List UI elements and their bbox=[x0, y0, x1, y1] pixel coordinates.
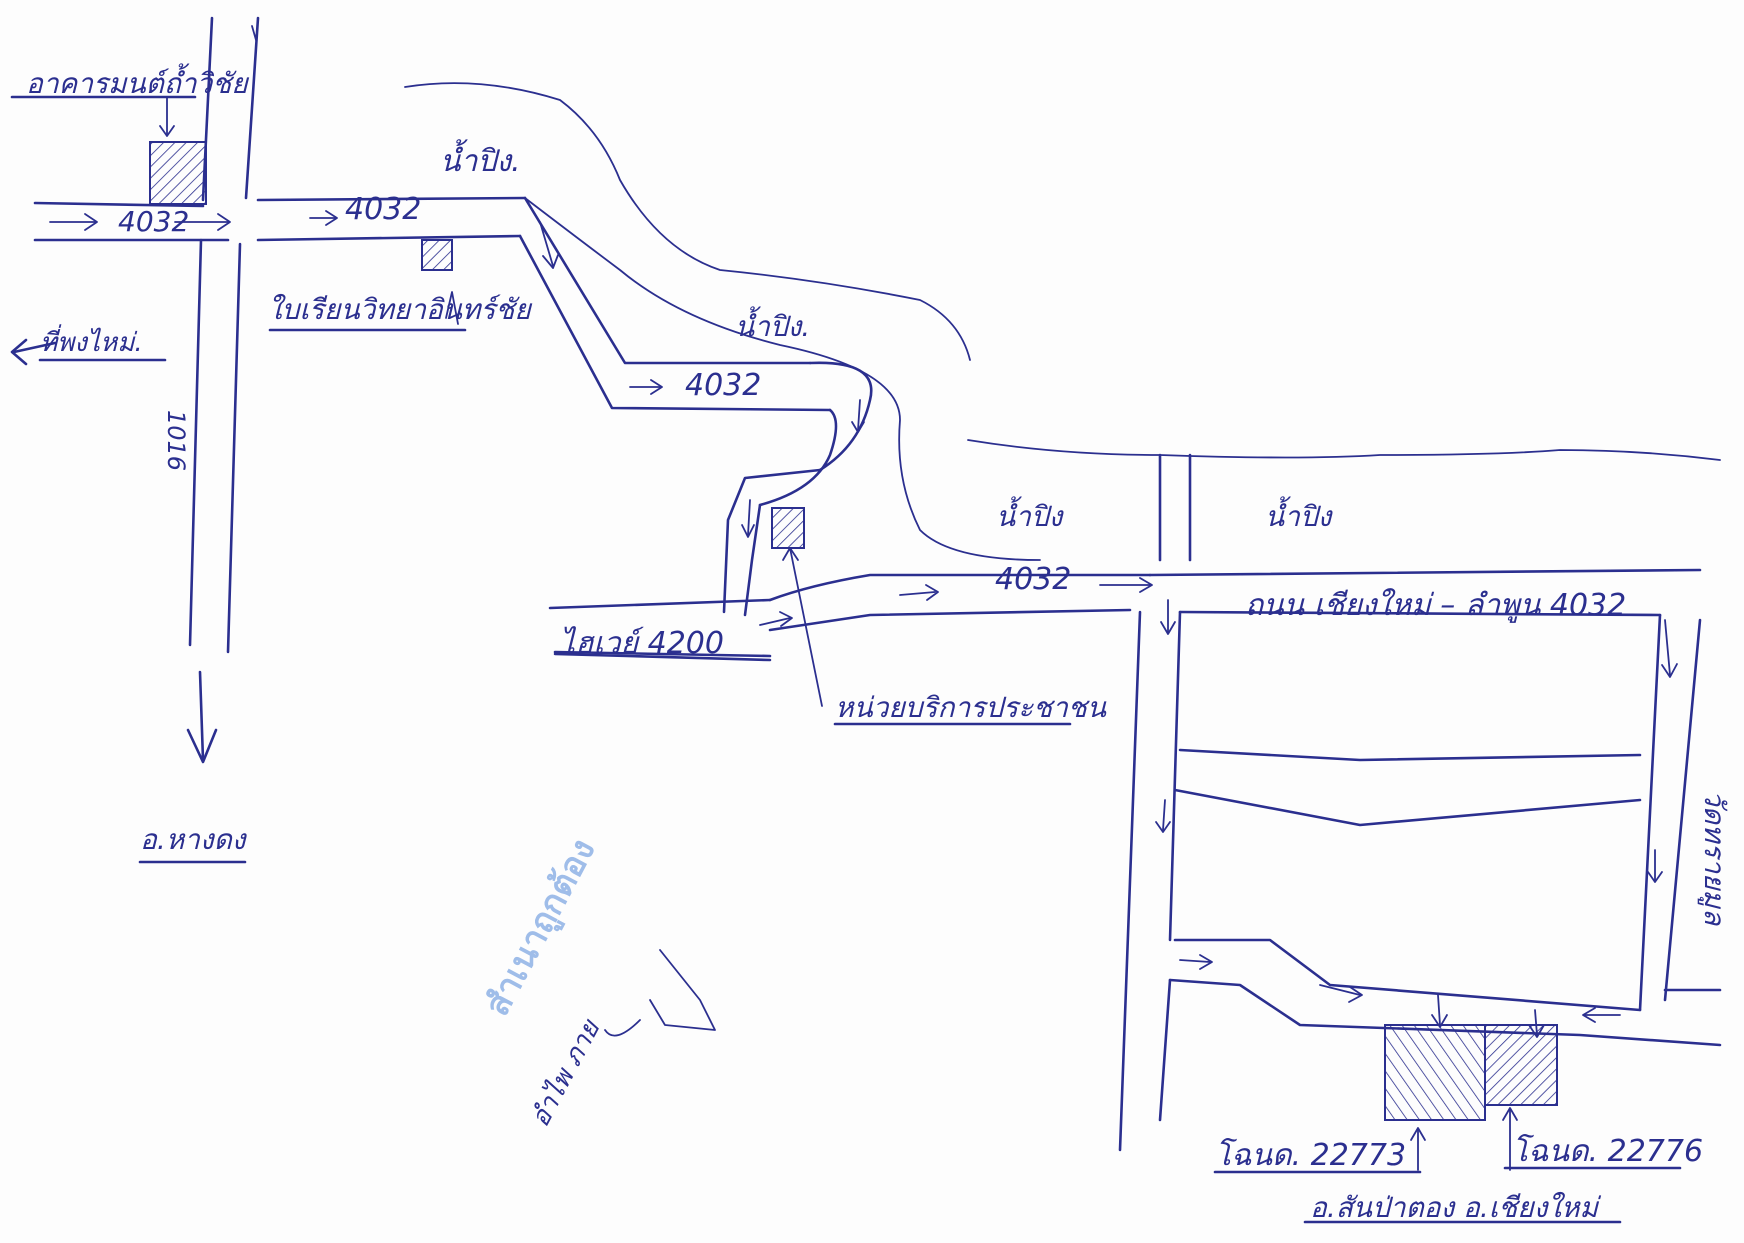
to-chiang-mai-arrow bbox=[12, 341, 57, 354]
label-road-4032-c: 4032 bbox=[685, 368, 762, 403]
road-4032-top-edge bbox=[256, 196, 527, 202]
label-road-4032-a: 4032 bbox=[118, 205, 190, 238]
label-temple: วัดทรายมูล bbox=[1698, 790, 1731, 926]
main-road-east-top bbox=[1148, 568, 1702, 577]
label-river-4: น้ำปิง bbox=[1265, 500, 1332, 533]
arrow-grid-5-head bbox=[1199, 954, 1213, 970]
arrow-grid-1-head bbox=[1160, 621, 1176, 635]
river-north-bank bbox=[404, 82, 971, 361]
arrow-main-road-head bbox=[925, 584, 939, 601]
arrow-grid-6 bbox=[1319, 984, 1361, 996]
arrow-main-road bbox=[899, 591, 936, 596]
arrow-west-grid-head bbox=[1582, 1007, 1596, 1023]
road-4032-bottom-edge bbox=[256, 234, 522, 242]
label-road-4032-b: 4032 bbox=[345, 192, 422, 227]
arrow-road-4032-head bbox=[325, 210, 338, 226]
service-unit-building bbox=[771, 507, 805, 549]
arrow-loop-head bbox=[851, 421, 865, 433]
arrow-grid-4-head bbox=[1647, 871, 1663, 883]
river-east-bank bbox=[967, 439, 1721, 461]
label-road-4032-d: 4032 bbox=[995, 562, 1072, 597]
cross-road-1-bottom bbox=[1173, 788, 1642, 827]
label-highway-4200: ไฮเวย์ 4200 bbox=[560, 626, 724, 661]
arrow-grid-3 bbox=[1162, 799, 1166, 831]
school-pointer bbox=[445, 291, 459, 325]
road-right-a-west bbox=[1118, 610, 1142, 1152]
label-river-1: น้ำปิง. bbox=[440, 144, 521, 179]
arrow-highway-head bbox=[779, 611, 793, 627]
arrow-grid-2-head bbox=[1661, 663, 1678, 678]
main-road-4032-top-edge bbox=[768, 573, 1152, 602]
school-building bbox=[421, 239, 453, 271]
road-1016-right-edge bbox=[226, 242, 242, 654]
arrow-grid-5 bbox=[1179, 959, 1211, 963]
deed-2-pointer-head bbox=[1502, 1107, 1518, 1121]
label-school-top-left: อาคารมนต์ถ้ำวิชัย bbox=[26, 67, 248, 100]
arrow-loop-2 bbox=[747, 499, 751, 536]
arrow-to-plot-1 bbox=[1437, 994, 1441, 1026]
label-to-chiang-mai: ที่พงไหม่. bbox=[40, 328, 143, 358]
signature-mark bbox=[604, 949, 716, 1037]
pointer-arrow-head bbox=[159, 125, 175, 137]
arrow-main-road-2-head bbox=[1139, 577, 1153, 593]
highway-underline bbox=[553, 650, 772, 658]
arrow-loop bbox=[857, 399, 861, 431]
to-chiang-mai-arrow-head bbox=[10, 338, 28, 366]
arrow-east-3-head bbox=[650, 379, 663, 395]
parcel-22776 bbox=[1484, 1024, 1558, 1106]
loop-road-outer bbox=[808, 361, 873, 472]
label-river-2: น้ำปิง. bbox=[735, 310, 811, 343]
road-1016-right-edge-top bbox=[244, 16, 260, 200]
arrow-loop-2-head bbox=[741, 524, 755, 538]
main-road-4032-bottom-edge bbox=[768, 608, 1132, 632]
road-bend-top-edge bbox=[523, 196, 812, 365]
road-west-top-edge bbox=[33, 201, 205, 208]
road-right-a-east-lower bbox=[1158, 978, 1172, 1122]
building-top-left bbox=[149, 141, 207, 205]
arrow-grid-2 bbox=[1664, 619, 1671, 676]
road-bend-bottom-edge bbox=[518, 234, 832, 412]
to-hang-dong-arrow bbox=[198, 670, 205, 762]
arrow-east-2-head bbox=[217, 213, 231, 231]
main-road-east-bottom bbox=[1178, 610, 1662, 617]
arrow-bend bbox=[539, 221, 554, 267]
label-service-unit: หน่วยบริการประชาชน bbox=[835, 691, 1106, 724]
label-to-hang-dong: อ.หางดง bbox=[140, 823, 246, 856]
arrow-grid-3-head bbox=[1155, 821, 1171, 833]
service-unit-pointer bbox=[789, 547, 823, 707]
label-deed-1: โฉนด. 22773 bbox=[1215, 1138, 1407, 1173]
service-unit-pointer-head bbox=[782, 547, 799, 561]
cross-road-1-top bbox=[1178, 748, 1642, 762]
road-right-b-west bbox=[1638, 613, 1662, 1012]
arrow-highway bbox=[759, 617, 791, 626]
road-right-a-east bbox=[1168, 610, 1182, 942]
road-1016-left-edge bbox=[188, 238, 203, 647]
highway-4200-top-edge bbox=[548, 598, 772, 610]
arrow-east-1-head bbox=[84, 213, 98, 231]
road-right-b-east bbox=[1663, 618, 1702, 1002]
label-river-3: น้ำปิง bbox=[996, 500, 1063, 533]
label-deed-2: โฉนด. 22776 bbox=[1512, 1134, 1704, 1169]
label-location: อ.สันป่าตอง อ.เชียงใหม่ bbox=[1310, 1191, 1598, 1224]
north-arrow bbox=[251, 25, 257, 41]
label-school-name: ใบเรียนวิทยาอินทร์ชัย bbox=[268, 293, 531, 326]
highway-4200-bottom-edge bbox=[553, 652, 772, 662]
label-road-1016: 1016 bbox=[162, 410, 190, 472]
to-hang-dong-arrow-head bbox=[186, 728, 218, 764]
cross-road-2-top bbox=[1173, 938, 1642, 1012]
loop-road-east-edge bbox=[743, 503, 762, 617]
loop-road-west-edge bbox=[722, 468, 822, 614]
loop-road-inner bbox=[758, 408, 838, 507]
arrow-grid-6-head bbox=[1348, 986, 1363, 1003]
arrow-bend-head bbox=[542, 254, 559, 269]
river-south-bank bbox=[524, 197, 1041, 561]
deed-1-pointer-head bbox=[1410, 1127, 1426, 1141]
parcel-22773 bbox=[1384, 1024, 1486, 1121]
label-main-road: ถนน เชียงใหม่ – ลำพูน 4032 bbox=[1245, 588, 1627, 623]
cross-road-2-bottom bbox=[1168, 978, 1722, 1047]
road-1016-left-edge-top bbox=[201, 16, 214, 202]
